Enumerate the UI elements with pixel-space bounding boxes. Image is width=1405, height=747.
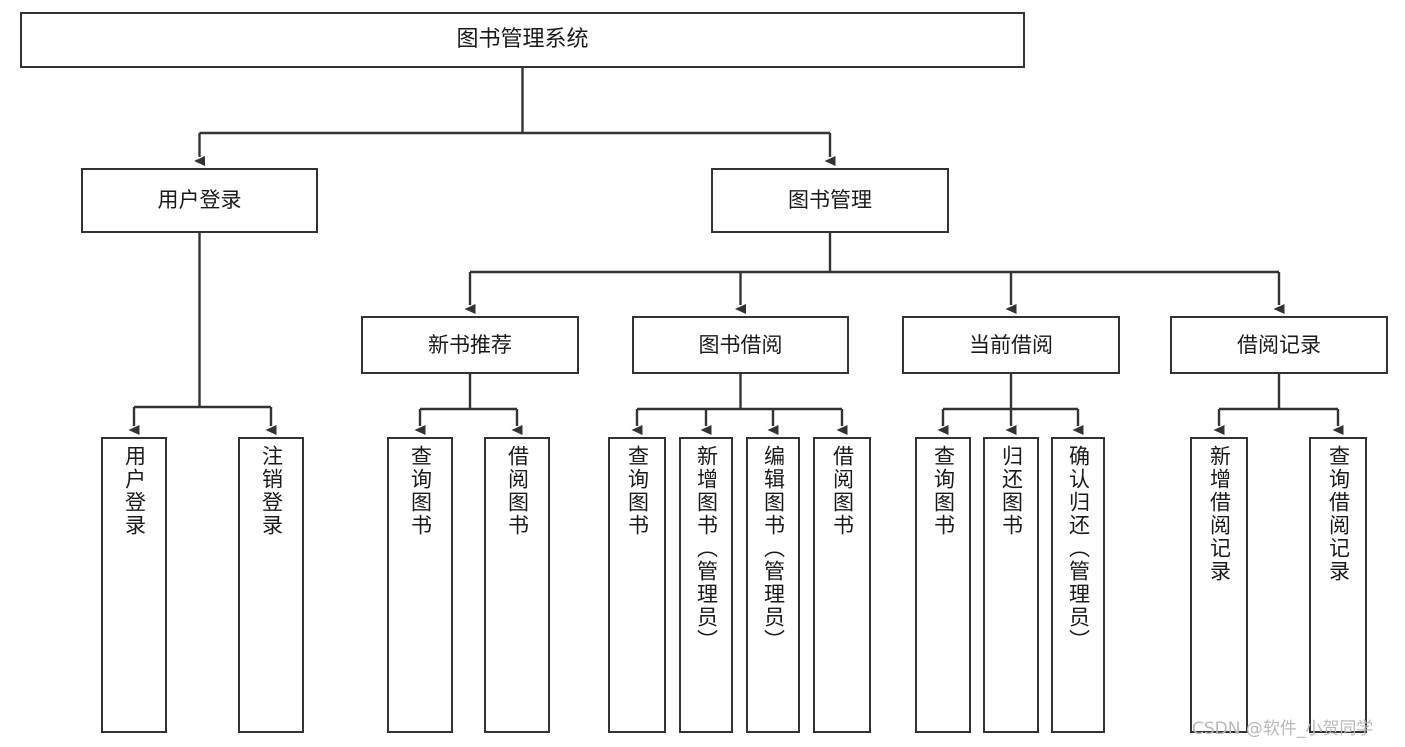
node-book-borrow-label: 图书借阅 (698, 332, 783, 357)
node-borrow-record-label: 借阅记录 (1237, 332, 1321, 357)
leaf-cur-confirm-return-label: 确认归还（管理员） (1066, 445, 1091, 652)
node-current-borrow[interactable]: 当前借阅 (902, 316, 1120, 374)
node-borrow-record[interactable]: 借阅记录 (1170, 316, 1388, 374)
node-new-book-rec[interactable]: 新书推荐 (361, 316, 579, 374)
leaf-borrow-edit-book-label: 编辑图书（管理员） (761, 445, 786, 652)
leaf-rec-add-record[interactable]: 新增借阅记录 (1190, 437, 1248, 733)
node-book-borrow[interactable]: 图书借阅 (632, 316, 849, 374)
leaf-borrow-query-book-label: 查询图书 (625, 445, 650, 537)
leaf-rec-add-record-label: 新增借阅记录 (1207, 445, 1232, 583)
leaf-borrow-edit-book[interactable]: 编辑图书（管理员） (746, 437, 800, 733)
leaf-borrow-lend-book-label: 借阅图书 (830, 445, 855, 537)
leaf-user-login-label: 用户登录 (122, 445, 147, 537)
leaf-borrow-add-book[interactable]: 新增图书（管理员） (679, 437, 733, 733)
leaf-rec-query-book[interactable]: 查询图书 (387, 437, 453, 733)
node-book-manage-label: 图书管理 (788, 188, 872, 213)
leaf-borrow-lend-book[interactable]: 借阅图书 (813, 437, 871, 733)
node-book-manage[interactable]: 图书管理 (711, 168, 949, 233)
leaf-borrow-add-book-label: 新增图书（管理员） (694, 445, 719, 652)
leaf-rec-query-record[interactable]: 查询借阅记录 (1309, 437, 1367, 733)
leaf-rec-borrow-book-label: 借阅图书 (505, 445, 530, 537)
leaf-rec-query-record-label: 查询借阅记录 (1326, 445, 1351, 583)
node-current-borrow-label: 当前借阅 (969, 332, 1053, 357)
leaf-rec-borrow-book[interactable]: 借阅图书 (484, 437, 550, 733)
leaf-rec-query-book-label: 查询图书 (408, 445, 433, 537)
node-user-login[interactable]: 用户登录 (81, 168, 318, 233)
leaf-user-logout-label: 注销登录 (259, 445, 284, 537)
leaf-cur-query-book[interactable]: 查询图书 (915, 437, 971, 733)
leaf-cur-confirm-return[interactable]: 确认归还（管理员） (1051, 437, 1105, 733)
node-root[interactable]: 图书管理系统 (20, 12, 1025, 68)
leaf-user-logout[interactable]: 注销登录 (238, 437, 304, 733)
watermark-text: CSDN @软件_小贺同学 (1192, 719, 1374, 739)
node-user-login-label: 用户登录 (157, 188, 242, 213)
node-new-book-rec-label: 新书推荐 (428, 332, 512, 357)
node-root-label: 图书管理系统 (456, 27, 589, 53)
leaf-borrow-query-book[interactable]: 查询图书 (608, 437, 666, 733)
leaf-user-login[interactable]: 用户登录 (101, 437, 167, 733)
leaf-cur-return-book-label: 归还图书 (999, 445, 1024, 537)
leaf-cur-return-book[interactable]: 归还图书 (983, 437, 1039, 733)
leaf-cur-query-book-label: 查询图书 (931, 445, 956, 537)
